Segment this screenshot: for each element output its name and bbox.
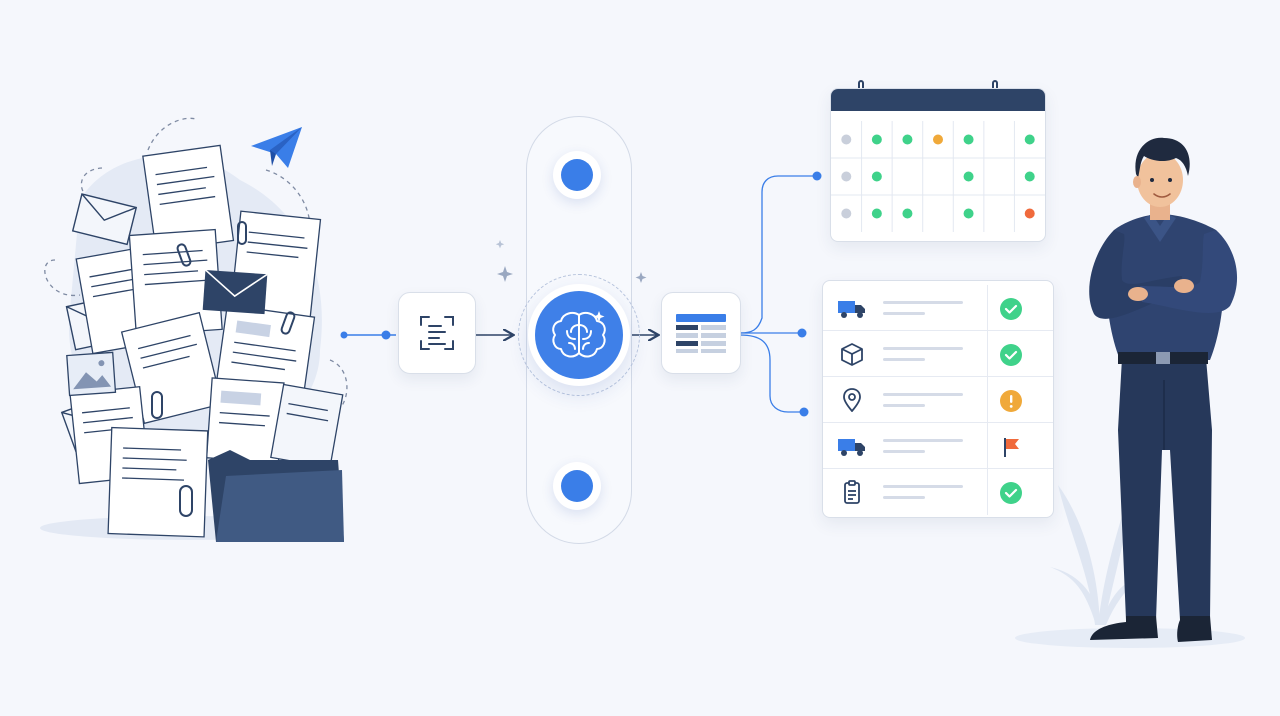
row-text-placeholder [883,496,925,499]
row-text-placeholder [883,347,963,350]
data-table-icon [676,314,726,353]
calendar-grid [831,111,1045,241]
calendar-status-dot [963,134,974,145]
check-circle-icon [999,343,1023,367]
row-divider [987,469,988,515]
row-text-placeholder [883,358,925,361]
calendar-status-dot [841,134,852,145]
location-pin-icon [837,388,867,413]
ai-core-node [528,284,630,386]
pipeline-bottom-node [553,462,601,510]
schedule-calendar [830,88,1046,242]
row-divider [987,331,988,377]
row-text-placeholder [883,450,925,453]
row-text-placeholder [883,404,925,407]
calendar-status-dot [841,208,852,219]
calendar-status-dot [1024,134,1035,145]
row-divider [987,423,988,469]
ai-brain-icon [552,311,606,358]
business-person [1089,137,1238,642]
checklist-row [823,331,1053,377]
calendar-status-dot [902,134,913,145]
package-icon [837,342,867,366]
calendar-status-dot [871,134,882,145]
calendar-status-dot [963,208,974,219]
truck-icon [837,434,867,458]
row-text-placeholder [883,312,925,315]
truck-icon [837,296,867,320]
calendar-header [831,89,1045,111]
clipboard-icon [837,480,867,504]
check-circle-icon [999,297,1023,321]
calendar-status-dot [902,208,913,219]
ai-core-ring [518,274,640,396]
row-text-placeholder [883,301,963,304]
row-divider [987,285,988,331]
flag-icon [999,435,1023,459]
calendar-status-dot [963,171,974,182]
shipment-checklist [822,280,1054,518]
row-text-placeholder [883,439,963,442]
checklist-row [823,377,1053,423]
row-divider [987,377,988,423]
calendar-status-dot [841,171,852,182]
checklist-row [823,469,1053,515]
document-scan-icon [420,316,454,350]
checklist-row [823,285,1053,331]
calendar-cells [831,121,1045,232]
paper-plane-icon [251,127,302,168]
checklist-row [823,423,1053,469]
row-text-placeholder [883,485,963,488]
calendar-status-dot [871,208,882,219]
pipeline-top-node [553,151,601,199]
structured-table-node [661,292,741,374]
row-text-placeholder [883,393,963,396]
calendar-status-dot [871,171,882,182]
calendar-status-dot [933,134,943,145]
warning-icon [999,389,1023,413]
document-pile [40,117,348,542]
check-circle-icon [999,481,1023,505]
calendar-status-dot [1024,208,1035,219]
calendar-status-dot [1024,171,1035,182]
document-scan-node [398,292,476,374]
